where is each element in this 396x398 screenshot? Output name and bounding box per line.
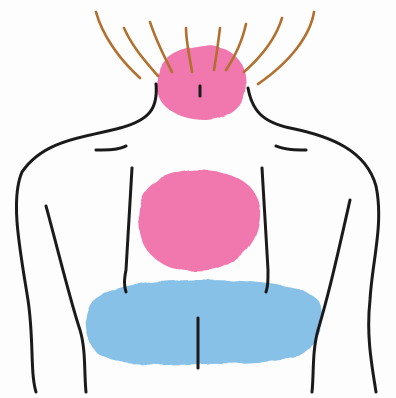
lower-back-zone <box>86 280 323 365</box>
upper-back-zone <box>139 170 260 272</box>
